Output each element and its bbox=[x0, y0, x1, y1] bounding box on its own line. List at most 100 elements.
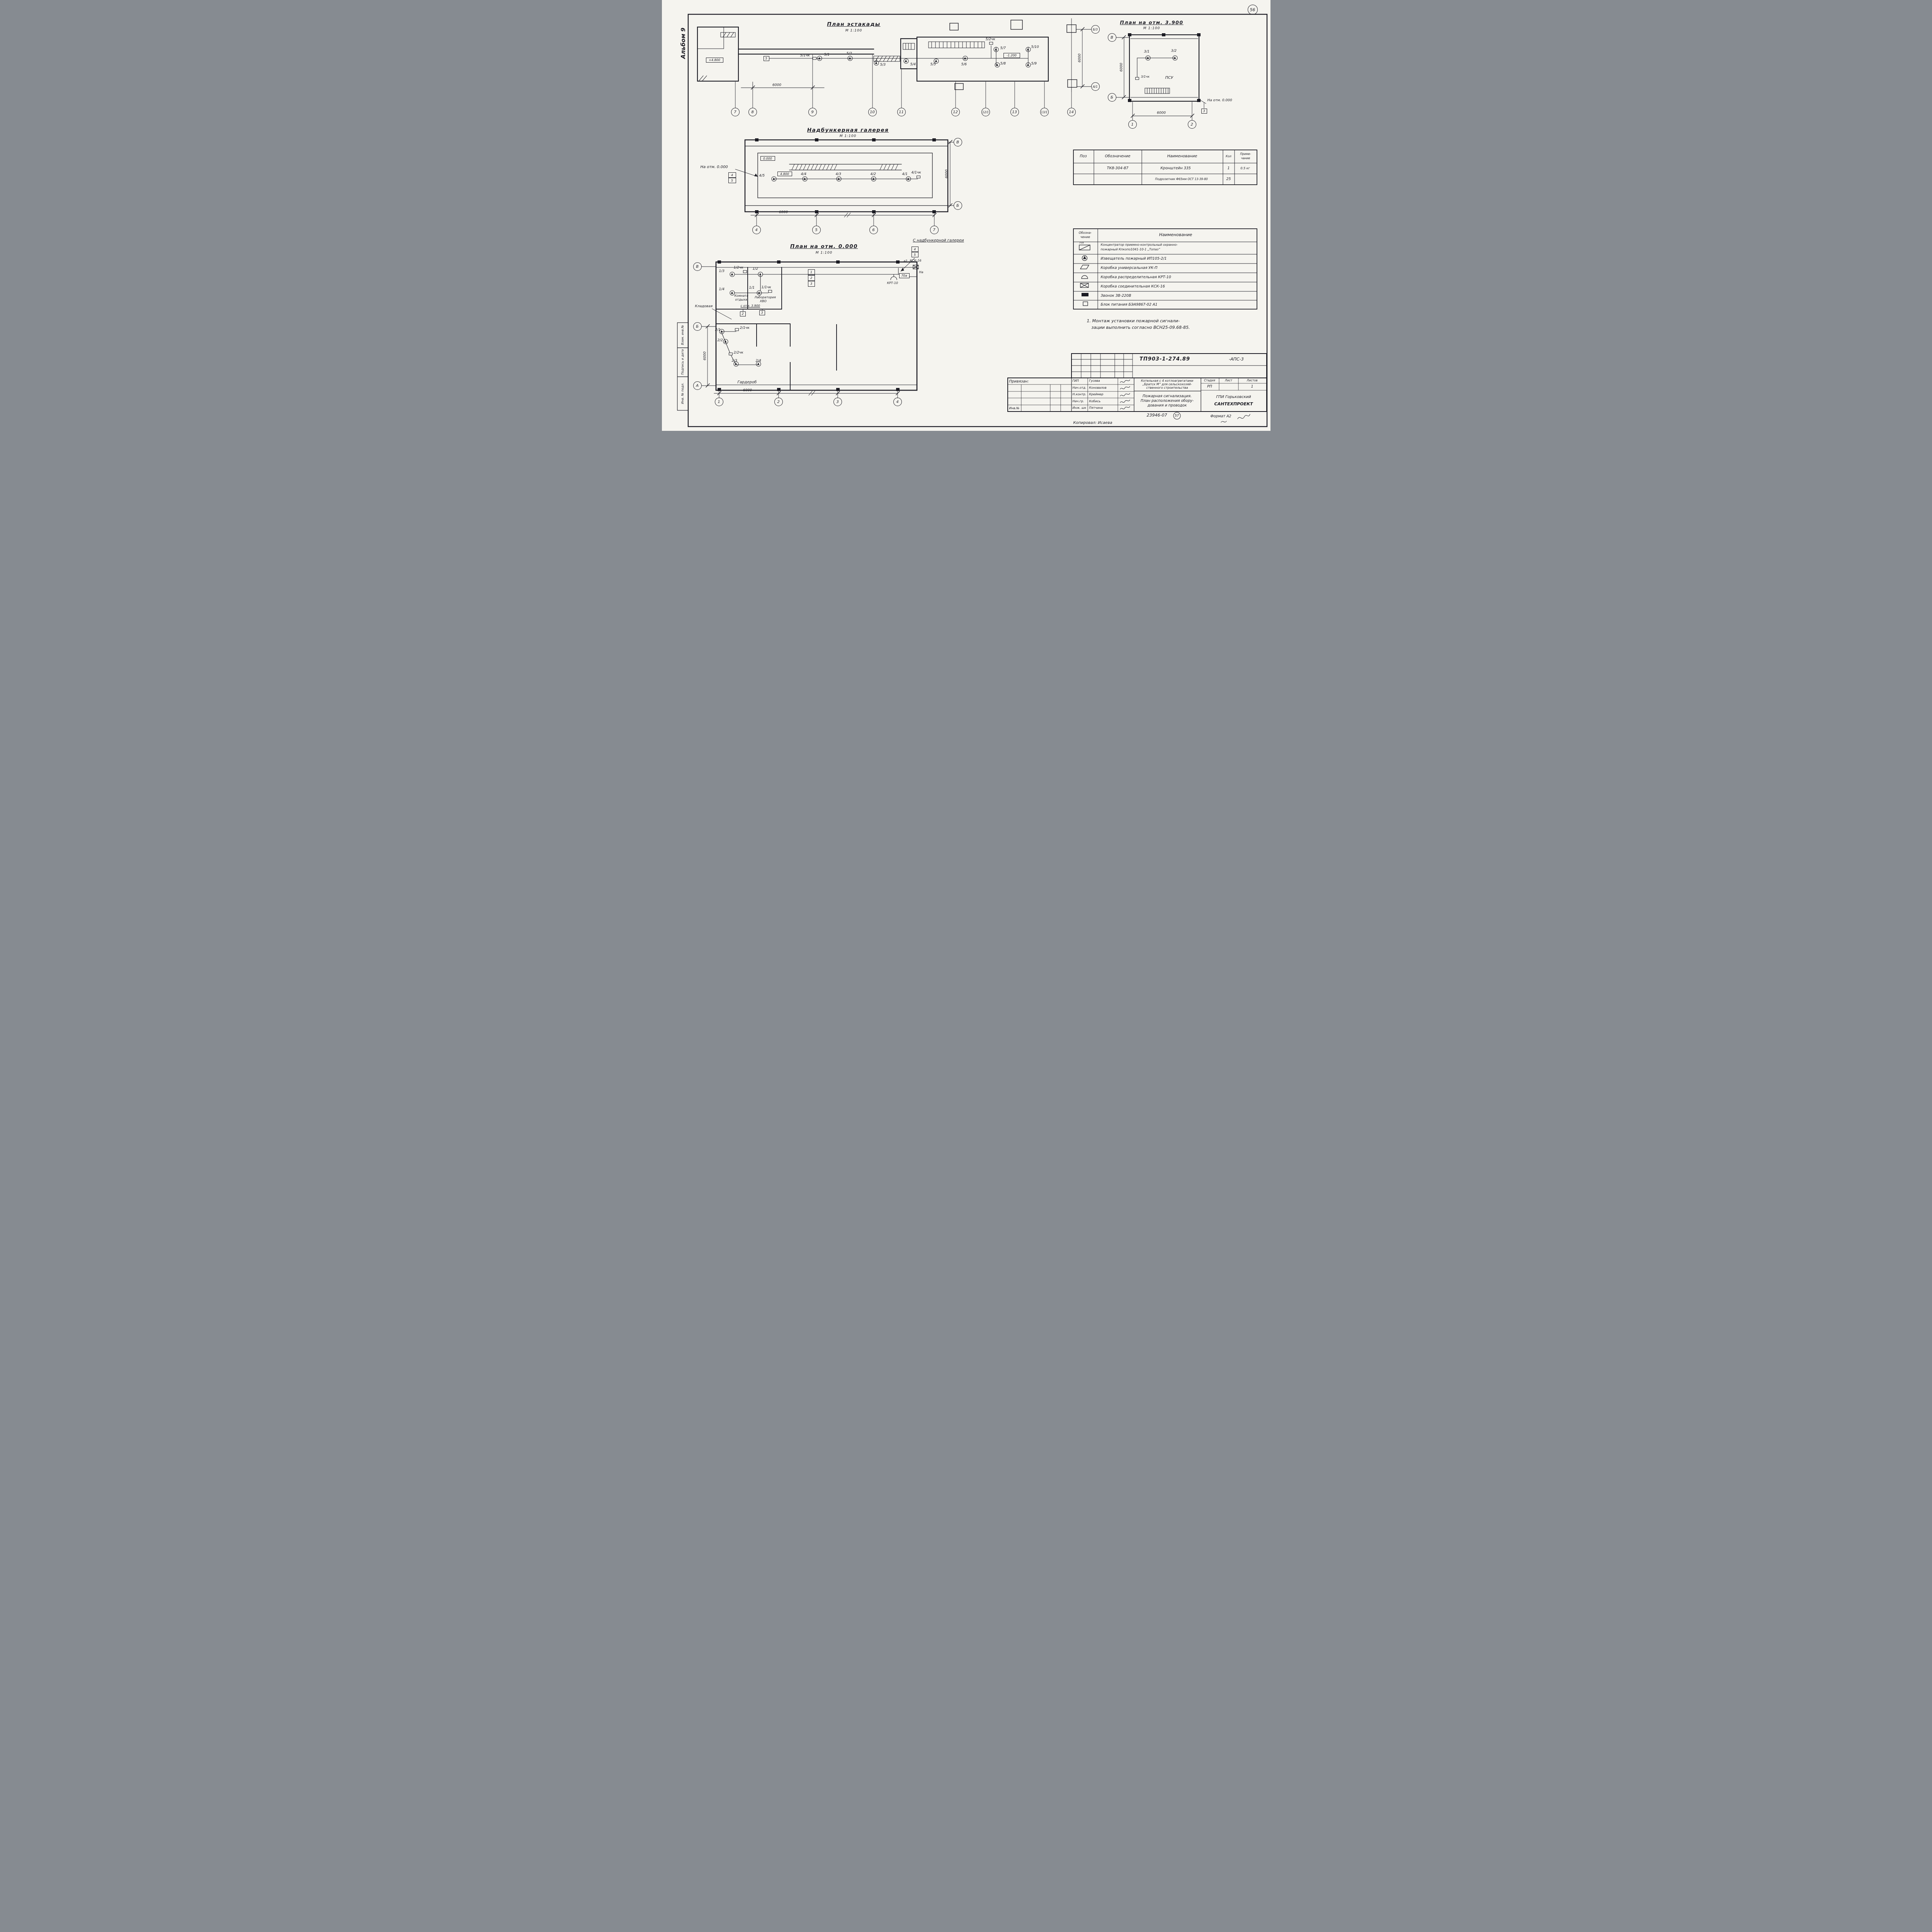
axis-circle-b: Б bbox=[1107, 93, 1116, 102]
sheet-title: дования и проводок bbox=[1147, 403, 1187, 408]
detector-label: 4/4 bbox=[801, 172, 806, 176]
ref-box: 3 bbox=[759, 310, 765, 315]
detector-label: 4/2 bbox=[870, 172, 876, 176]
page-number-circle: 56 bbox=[1247, 5, 1258, 15]
legend-row-text: Коробка соединительная КСК-16 bbox=[1100, 284, 1165, 289]
staff-name: Кобись bbox=[1089, 400, 1101, 403]
project-name: „Братск М” для сельскохозяй- bbox=[1142, 382, 1192, 386]
axis-circle-v: В bbox=[1107, 33, 1116, 42]
privyazan-label: Привязан: bbox=[1009, 379, 1029, 384]
detector-label: 2/1чк bbox=[740, 326, 750, 330]
room-label-psu: ПСУ bbox=[1165, 76, 1173, 80]
stamp-podpis-data: Подпись и дата bbox=[680, 349, 684, 375]
fire-detector-icon bbox=[903, 58, 908, 64]
spec-header-ozn: Обозначение bbox=[1105, 154, 1131, 159]
detector-label: 1/1 bbox=[749, 286, 755, 290]
dimension-label: 6000 bbox=[1119, 63, 1123, 72]
room-label: Кладовая bbox=[695, 304, 713, 308]
fire-detector-icon bbox=[847, 56, 852, 61]
spec-cell: 0.5 кг bbox=[1240, 166, 1250, 170]
ref-box: 2 bbox=[740, 311, 746, 316]
ref-box-bottom: 5 bbox=[728, 178, 736, 183]
fire-detector-icon bbox=[733, 361, 738, 367]
fire-detector-icon bbox=[963, 56, 968, 61]
sheets-value: 1 bbox=[1251, 384, 1253, 389]
wire-tag: а2 bbox=[903, 259, 907, 263]
krt-box-symbol bbox=[1081, 275, 1088, 279]
detector-label: 2/4 bbox=[755, 359, 761, 363]
elevation-box: +4.800 bbox=[706, 58, 723, 63]
fire-detector-icon bbox=[817, 56, 822, 61]
staff-role: ГИП bbox=[1072, 379, 1079, 383]
axis-circle-11: 11 bbox=[897, 108, 906, 116]
gallery-title: Надбункерная галерея bbox=[807, 127, 889, 133]
fire-detector-icon bbox=[756, 361, 761, 367]
detector-label: 2/2 bbox=[717, 338, 723, 342]
staff-name: Пятчина bbox=[1089, 406, 1103, 410]
estakada-title: План эстакады bbox=[827, 21, 881, 27]
fire-detector-icon bbox=[871, 176, 876, 182]
fire-detector-icon bbox=[1172, 55, 1177, 61]
sheet-header: Лист bbox=[1225, 379, 1233, 383]
org-name: ГПИ Горьковский bbox=[1216, 395, 1251, 399]
detector-label: 2/1 bbox=[715, 328, 721, 332]
detector-label: 5/10 bbox=[1031, 45, 1039, 49]
end-element-icon bbox=[1135, 77, 1139, 80]
detector-label: 5/3 bbox=[880, 63, 886, 67]
doc-number: ТП903-1-274.89 bbox=[1139, 356, 1190, 362]
fire-detector-icon bbox=[730, 290, 735, 296]
detector-label: 5/4 bbox=[910, 63, 916, 66]
axis-circle-a1: А/1 bbox=[1091, 82, 1100, 91]
legend-row-text: пожарный Кпкопо1041-10-1 „Топаз” bbox=[1100, 248, 1160, 251]
room-label: Комната bbox=[734, 294, 748, 298]
plan0-wiring-lower bbox=[721, 331, 759, 365]
plan0-title: План на отм. 0.000 bbox=[790, 243, 858, 250]
fire-detector-icon bbox=[995, 62, 1000, 68]
bell-symbol bbox=[890, 276, 897, 280]
fire-detector-icon bbox=[874, 60, 879, 66]
legend-header-symbol: Обозна- bbox=[1078, 231, 1092, 235]
axis-circle-8: 8 bbox=[748, 108, 757, 116]
note-line: зации выполнить согласно ВСН25-09.68-85. bbox=[1091, 325, 1190, 330]
na-label: На bbox=[919, 270, 923, 274]
spec-header-poz: Поз bbox=[1080, 154, 1087, 159]
dimension-label: 6000 bbox=[1077, 53, 1082, 63]
dimension-label: 6000 bbox=[702, 351, 707, 361]
fire-detector-icon bbox=[1145, 55, 1150, 61]
detector-label: 5/5 bbox=[930, 63, 936, 66]
archive-number: 23946-07 bbox=[1146, 413, 1167, 418]
loop-number-box: 5 bbox=[763, 56, 769, 61]
plan0-scale: М 1:100 bbox=[815, 251, 833, 255]
fire-detector-icon bbox=[723, 339, 728, 344]
krt-label: КРТ-10 bbox=[887, 281, 898, 285]
detector-label: 3/1 bbox=[1144, 50, 1150, 54]
staff-name: Гусева bbox=[1089, 379, 1100, 383]
spec-header-name: Наименование bbox=[1167, 154, 1197, 158]
signature-marks bbox=[1119, 379, 1250, 423]
dimension-label: 6000 bbox=[779, 210, 788, 214]
axis-circle-2: 2 bbox=[774, 398, 783, 406]
stage-header: Стадия bbox=[1204, 379, 1215, 383]
legend-row-text: Коробка универсальная УК-П bbox=[1100, 266, 1158, 270]
detector-label: 5/2чк bbox=[985, 37, 995, 41]
detector-label: 3/1чк bbox=[1141, 75, 1150, 78]
fire-detector-icon bbox=[719, 329, 724, 334]
ksk-label: КСК-16 bbox=[910, 259, 922, 262]
inv-label: Инв.№ bbox=[1009, 406, 1020, 410]
end-element-icon bbox=[989, 42, 993, 45]
power-unit-symbol bbox=[1082, 301, 1088, 306]
spec-header-note: Приме- bbox=[1240, 152, 1251, 156]
doc-code: -АПС-3 bbox=[1229, 357, 1244, 362]
staff-role: Нач.гр. bbox=[1072, 400, 1084, 403]
end-element-icon bbox=[743, 270, 747, 273]
ksk-box-symbol bbox=[1080, 283, 1089, 288]
axis-circle-7: 7 bbox=[731, 108, 740, 116]
detector-label: 2/3 bbox=[731, 359, 737, 363]
estakada-scale: М 1:100 bbox=[845, 29, 862, 33]
dimension-label: 6000 bbox=[743, 388, 752, 393]
axis-circle-b: Б bbox=[953, 201, 962, 210]
end-element-icon bbox=[735, 328, 739, 331]
sheets-header: Листов bbox=[1247, 379, 1258, 383]
detector-label: 5/7 bbox=[1000, 46, 1006, 50]
axis-circle-4: 4 bbox=[893, 398, 902, 406]
